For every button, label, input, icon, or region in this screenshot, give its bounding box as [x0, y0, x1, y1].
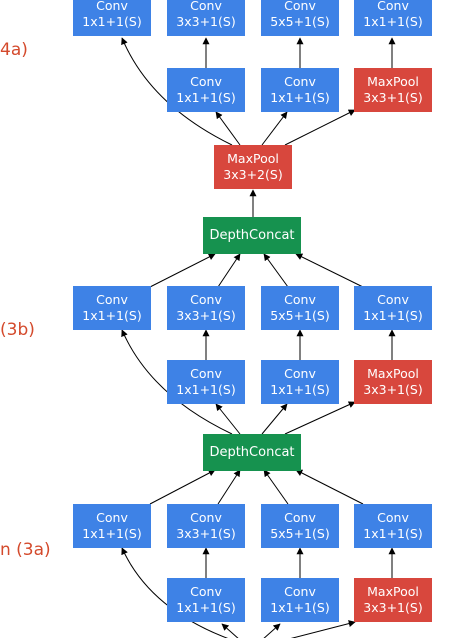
label-4a: 4a) [0, 40, 28, 60]
depthconcat-node: DepthConcat [203, 217, 301, 254]
label-3b: (3b) [0, 320, 35, 340]
label-3a: n (3a) [0, 540, 51, 560]
depthconcat-node: DepthConcat [203, 434, 301, 471]
